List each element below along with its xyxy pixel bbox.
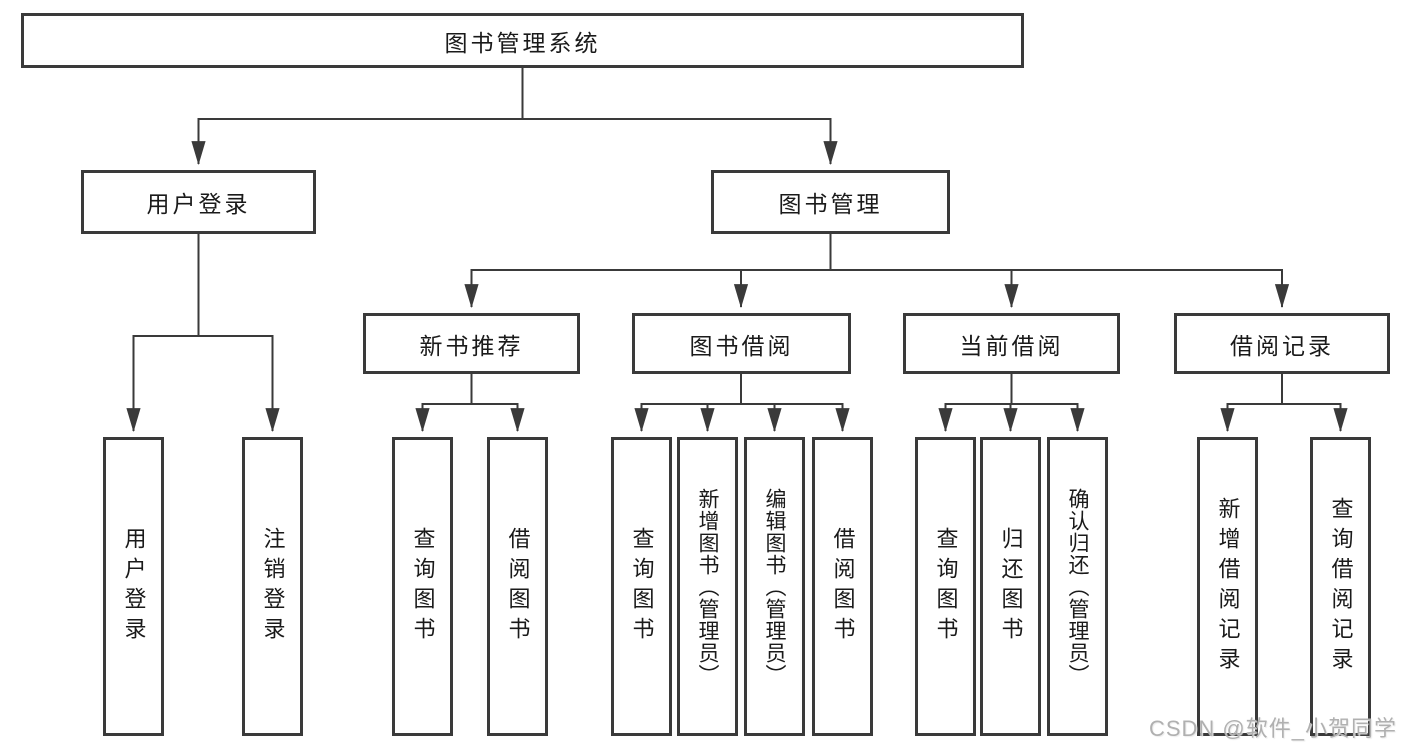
leaf-query-books-borrow: 查询图书 [611,437,672,736]
node-user-login-label: 用户登录 [146,191,251,217]
leaf-query-borrow-record-label: 查询借阅记录 [1328,496,1354,677]
node-new-book-recommend: 新书推荐 [363,313,580,374]
node-new-book-recommend-label: 新书推荐 [419,332,524,359]
leaf-edit-book-admin-label: 编辑图书（管理员） [763,487,786,686]
leaf-edit-book-admin: 编辑图书（管理员） [744,437,805,736]
leaf-add-book-admin: 新增图书（管理员） [677,437,738,736]
leaf-query-books-borrow-label: 查询图书 [629,526,655,647]
leaf-borrow-books-2-label: 借阅图书 [830,526,856,647]
node-book-borrow: 图书借阅 [632,313,851,374]
node-book-management-label: 图书管理 [778,191,883,217]
leaf-user-login-label: 用户登录 [121,526,147,647]
leaf-borrow-books-2: 借阅图书 [812,437,873,736]
node-user-login: 用户登录 [81,170,316,234]
node-current-borrow: 当前借阅 [903,313,1120,374]
leaf-return-books-label: 归还图书 [998,526,1024,647]
node-borrow-records: 借阅记录 [1174,313,1390,374]
leaf-query-borrow-record: 查询借阅记录 [1310,437,1371,736]
node-current-borrow-label: 当前借阅 [959,332,1064,359]
leaf-query-books-recommend-label: 查询图书 [410,526,436,647]
leaf-return-books: 归还图书 [980,437,1041,736]
node-borrow-records-label: 借阅记录 [1230,332,1334,359]
root-node-library-management-system: 图书管理系统 [21,13,1024,68]
leaf-add-borrow-record-label: 新增借阅记录 [1215,496,1241,677]
leaf-add-book-admin-label: 新增图书（管理员） [696,487,719,686]
leaf-logout-label: 注销登录 [260,526,286,647]
leaf-add-borrow-record: 新增借阅记录 [1197,437,1258,736]
leaf-confirm-return-admin-label: 确认归还（管理员） [1066,487,1089,686]
leaf-query-books-recommend: 查询图书 [392,437,453,736]
node-book-borrow-label: 图书借阅 [689,332,794,359]
leaf-logout: 注销登录 [242,437,303,736]
leaf-confirm-return-admin: 确认归还（管理员） [1047,437,1108,736]
leaf-query-books-current: 查询图书 [915,437,976,736]
leaf-borrow-books-recommend: 借阅图书 [487,437,548,736]
leaf-user-login: 用户登录 [103,437,164,736]
leaf-borrow-books-recommend-label: 借阅图书 [505,526,531,647]
node-book-management: 图书管理 [711,170,950,234]
root-node-label: 图书管理系统 [444,29,601,56]
leaf-query-books-current-label: 查询图书 [933,526,959,647]
csdn-watermark: CSDN @软件_小贺同学 [1148,716,1397,741]
